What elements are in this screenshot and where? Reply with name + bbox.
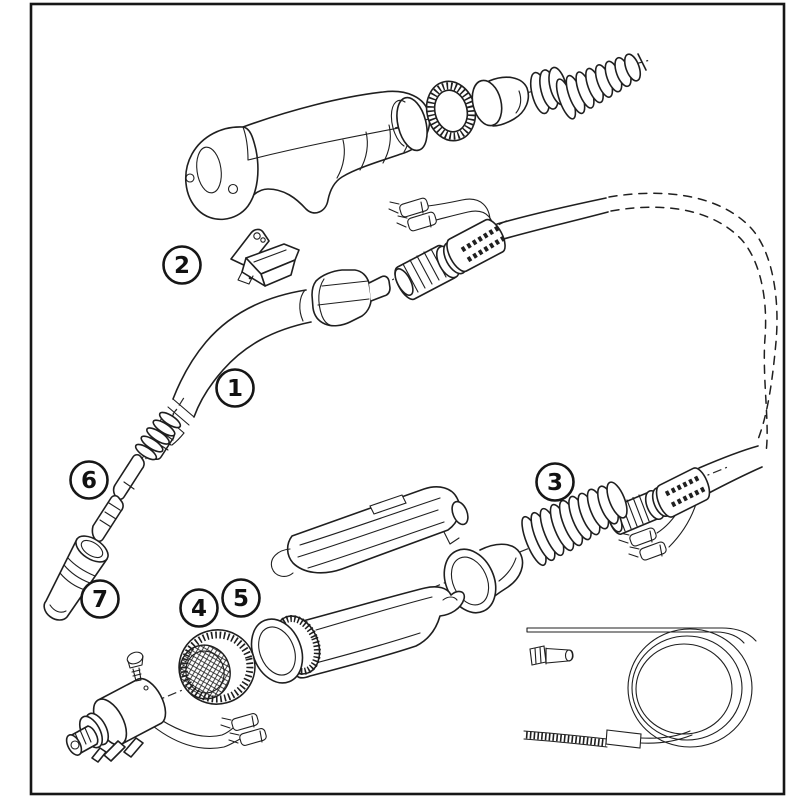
gas-nozzle (43, 535, 109, 621)
callout-strain-relief-spring: 3 (535, 462, 575, 502)
handle-shell-lower (250, 586, 466, 684)
callout-circle (535, 462, 575, 502)
rear-strain-relief-spring (555, 53, 642, 120)
knurled-ring-nut (425, 80, 477, 142)
locking-nut (178, 629, 256, 705)
callout-circle (69, 460, 109, 500)
neck-nut-ring (390, 96, 428, 152)
callout-circle (179, 588, 219, 628)
insulating-bush (471, 76, 530, 127)
liner-kit (523, 627, 757, 749)
callout-number: 3 (547, 470, 563, 496)
machine-plug (65, 651, 267, 763)
handle-top (184, 90, 431, 221)
callout-circle (221, 578, 261, 618)
callout-number: 1 (227, 376, 243, 402)
torch-body-connector (388, 197, 609, 301)
callout-swan-neck: 1 (215, 368, 255, 408)
callout-circle (215, 368, 255, 408)
callout-circle (80, 579, 120, 619)
callout-number: 5 (233, 586, 249, 612)
torch-cable-dashed (608, 192, 778, 453)
cable-rear-connector (607, 445, 763, 561)
callout-number: 2 (174, 253, 190, 279)
strain-relief-spring (521, 481, 628, 567)
callout-gas-nozzle: 7 (80, 579, 120, 619)
trigger-switch (230, 228, 300, 287)
callout-locking-nut: 4 (179, 588, 219, 628)
callout-number: 6 (81, 468, 97, 494)
callout-handle-shell: 5 (221, 578, 261, 618)
handle-shell-upper (270, 486, 469, 577)
nozzle-spring (134, 409, 182, 463)
callout-number: 4 (191, 596, 207, 622)
callout-contact-tip: 6 (69, 460, 109, 500)
callout-trigger-switch: 2 (162, 245, 202, 285)
callout-number: 7 (92, 587, 108, 613)
callout-circle (162, 245, 202, 285)
contact-tip (91, 494, 124, 543)
